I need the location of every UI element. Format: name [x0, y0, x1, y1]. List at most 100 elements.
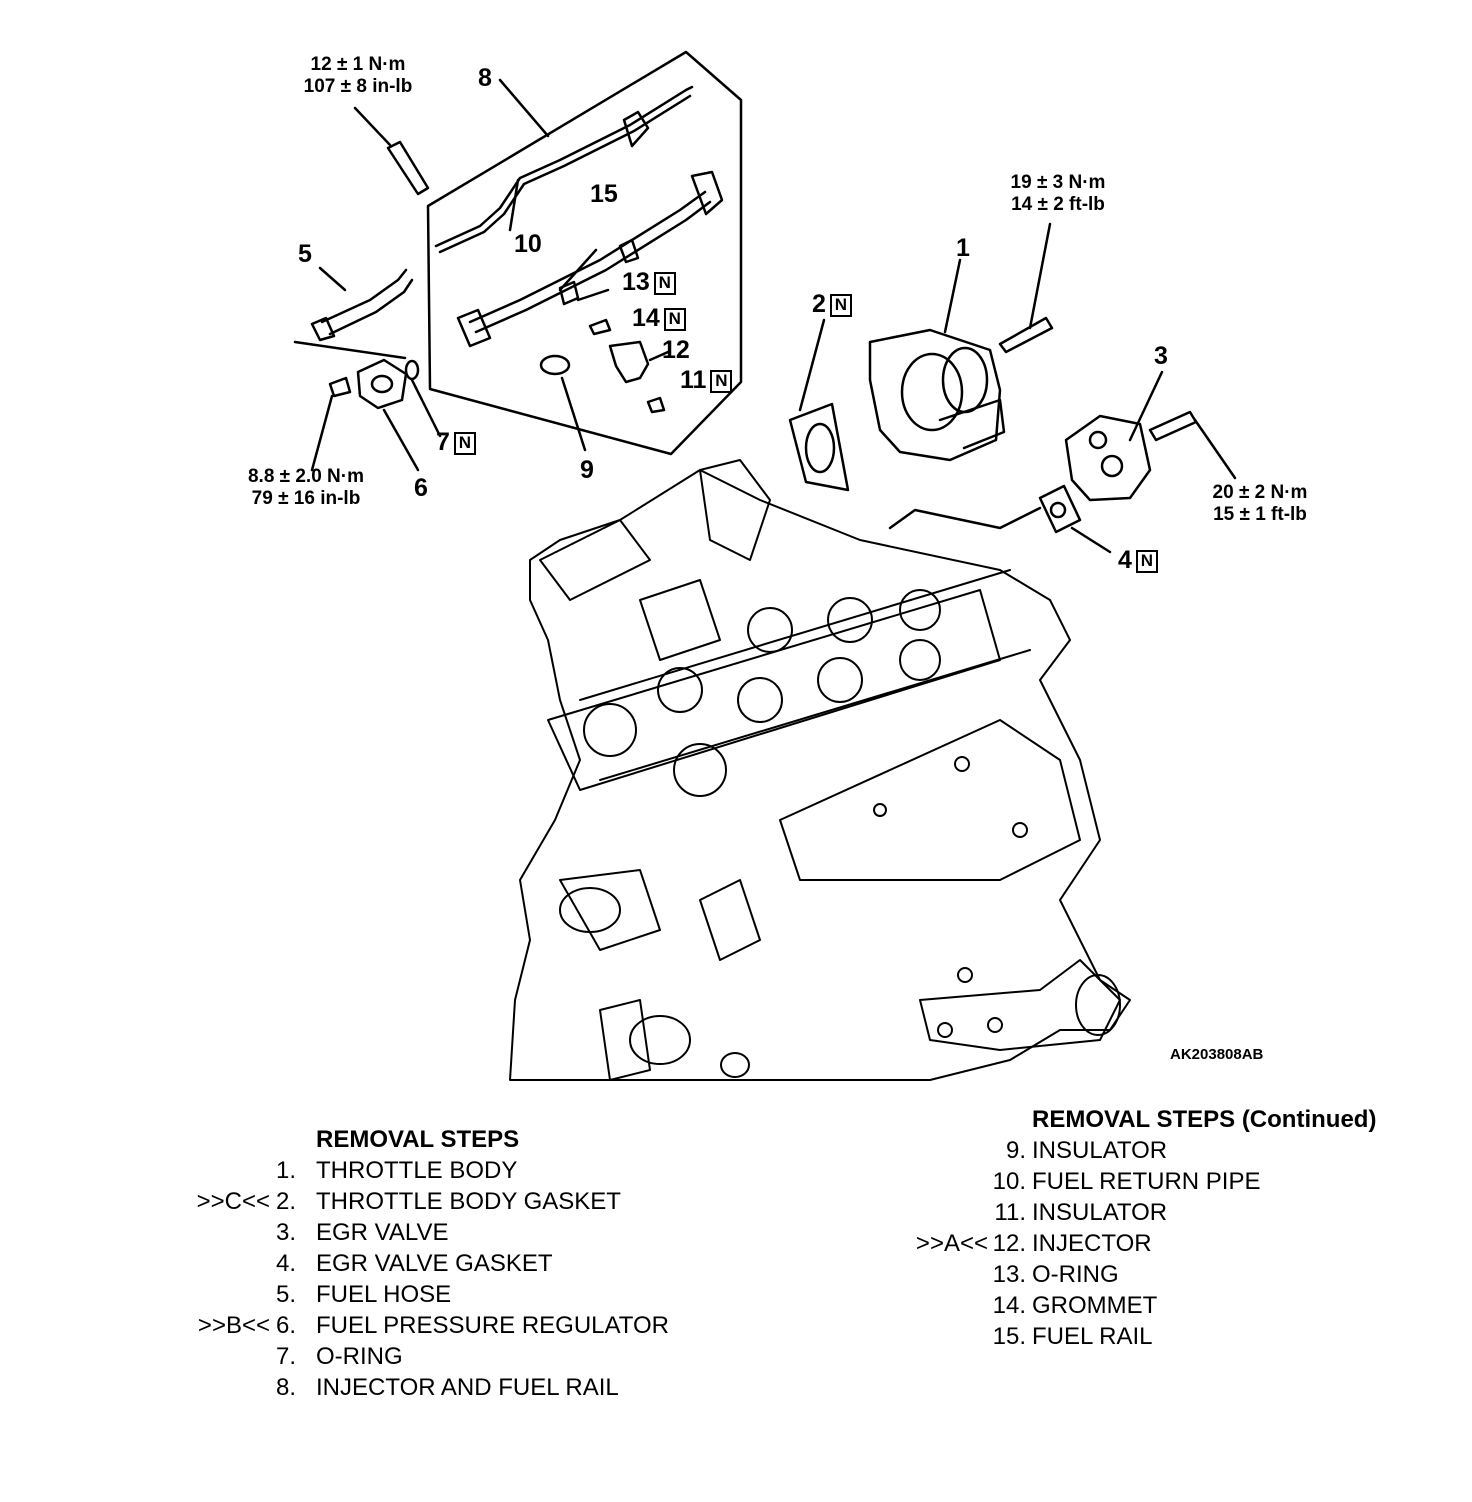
removal-step-item: 8. INJECTOR AND FUEL RAIL: [170, 1372, 730, 1403]
removal-step-item: 14.GROMMET: [890, 1290, 1450, 1321]
bolt-t2-part: [998, 316, 1054, 354]
step-number: 12.: [992, 1230, 1026, 1257]
new-part-icon: N: [710, 369, 733, 393]
callout-3: 3: [1154, 342, 1168, 370]
torque-spec-t1: 12 ± 1 N·m 107 ± 8 in-lb: [278, 54, 438, 98]
step-name: FUEL PRESSURE REGULATOR: [316, 1312, 669, 1339]
removal-step-item: 10.FUEL RETURN PIPE: [890, 1166, 1450, 1197]
figure-code: AK203808AB: [1170, 1046, 1264, 1063]
o-ring-13-part: [576, 288, 610, 302]
egr-valve-gasket-part: [888, 484, 1112, 554]
step-number: 15.: [992, 1323, 1026, 1350]
removal-step-item: 5.FUEL HOSE: [170, 1279, 730, 1310]
torque-metric: 8.8 ± 2.0 N·m: [247, 466, 365, 487]
step-reference-mark: >>B<<: [197, 1312, 270, 1339]
callout-14-number: 14: [632, 304, 660, 332]
step-name: EGR VALVE GASKET: [316, 1250, 553, 1277]
o-ring-7-part: [404, 359, 420, 381]
torque-imperial: 79 ± 16 in-lb: [251, 488, 361, 509]
step-name: EGR VALVE: [316, 1219, 449, 1246]
removal-step-item: 1.THROTTLE BODY: [170, 1155, 730, 1186]
new-part-icon: N: [653, 271, 676, 295]
torque-spec-t2: 19 ± 3 N·m 14 ± 2 ft-lb: [988, 172, 1128, 216]
removal-step-item: 4. EGR VALVE GASKET: [170, 1248, 730, 1279]
callout-4-number: 4: [1118, 546, 1132, 574]
removal-step-item: 13.O-RING: [890, 1259, 1450, 1290]
removal-step-item: 9.INSULATOR: [890, 1135, 1450, 1166]
engine-assembly: [509, 459, 1131, 1081]
step-name: INJECTOR AND FUEL RAIL: [316, 1374, 619, 1401]
torque-metric: 12 ± 1 N·m: [310, 54, 406, 75]
step-number: 11.: [994, 1199, 1026, 1226]
new-part-icon: N: [829, 293, 852, 317]
step-number: 9.: [1005, 1137, 1026, 1164]
removal-step-item: >>A<<12.INJECTOR: [890, 1228, 1450, 1259]
step-name: THROTTLE BODY GASKET: [316, 1188, 621, 1215]
callout-8: 8: [478, 64, 492, 92]
step-number: 6.: [275, 1312, 296, 1339]
removal-step-item: >>C<<2.THROTTLE BODY GASKET: [170, 1186, 730, 1217]
fuel-rail-part: [456, 170, 724, 348]
callout-2-number: 2: [812, 290, 826, 318]
callout-9: 9: [580, 456, 594, 484]
fuel-pressure-regulator-part: [310, 358, 420, 472]
new-part-icon: N: [663, 307, 686, 331]
step-number: 2.: [275, 1188, 296, 1215]
torque-imperial: 15 ± 1 ft-lb: [1213, 504, 1307, 525]
callout-13-number: 13: [622, 268, 650, 296]
step-name: FUEL RAIL: [1032, 1323, 1153, 1350]
removal-step-item: 3. EGR VALVE: [170, 1217, 730, 1248]
step-number: 14.: [992, 1292, 1026, 1319]
step-name: O-RING: [316, 1343, 403, 1370]
step-number: 3.: [275, 1219, 296, 1246]
removal-step-item: 15.FUEL RAIL: [890, 1321, 1450, 1352]
step-number: 10.: [992, 1168, 1026, 1195]
fuel-hose-part: [310, 266, 414, 342]
egr-valve-part: [1064, 370, 1237, 502]
callout-10: 10: [514, 230, 542, 258]
throttle-body-part: [868, 258, 1006, 462]
step-name: INJECTOR: [1032, 1230, 1152, 1257]
torque-metric: 20 ± 2 N·m: [1212, 482, 1308, 503]
exploded-view-diagram: [293, 50, 1237, 1081]
step-number: 4.: [275, 1250, 296, 1277]
callout-11-number: 11: [680, 366, 707, 394]
injector-12-part: [608, 340, 670, 384]
callout-7-number: 7: [436, 428, 450, 456]
removal-steps-heading: REMOVAL STEPS: [316, 1126, 520, 1153]
callout-1: 1: [956, 234, 970, 262]
removal-steps-heading: REMOVAL STEPS (Continued): [1032, 1106, 1377, 1133]
torque-imperial: 107 ± 8 in-lb: [303, 76, 413, 97]
callout-6: 6: [414, 474, 428, 502]
removal-step-item: 11.INSULATOR: [890, 1197, 1450, 1228]
assembly-8-outline: [426, 50, 743, 456]
step-name: GROMMET: [1032, 1292, 1158, 1319]
step-number: 7.: [275, 1343, 296, 1370]
removal-step-item: 7. O-RING: [170, 1341, 730, 1372]
grommet-14-part: [588, 318, 612, 336]
callout-5: 5: [298, 240, 312, 268]
removal-step-item: >>B<<6. FUEL PRESSURE REGULATOR: [170, 1310, 730, 1341]
torque-imperial: 14 ± 2 ft-lb: [1011, 194, 1105, 215]
insulator-11-part: [646, 396, 666, 414]
new-part-icon: N: [453, 431, 476, 455]
leader-8: [498, 78, 550, 138]
step-name: FUEL RETURN PIPE: [1032, 1168, 1261, 1195]
torque-spec-t3: 8.8 ± 2.0 N·m 79 ± 16 in-lb: [226, 466, 386, 510]
torque-metric: 19 ± 3 N·m: [1010, 172, 1106, 193]
step-reference-mark: >>A<<: [915, 1230, 988, 1257]
insulator-9-part: [539, 354, 571, 376]
new-part-icon: N: [1135, 549, 1158, 573]
step-name: O-RING: [1032, 1261, 1119, 1288]
callout-15: 15: [590, 180, 618, 208]
step-number: 8.: [275, 1374, 296, 1401]
throttle-body-gasket-part: [788, 318, 850, 492]
step-number: 5.: [275, 1281, 296, 1308]
step-name: INSULATOR: [1032, 1137, 1168, 1164]
